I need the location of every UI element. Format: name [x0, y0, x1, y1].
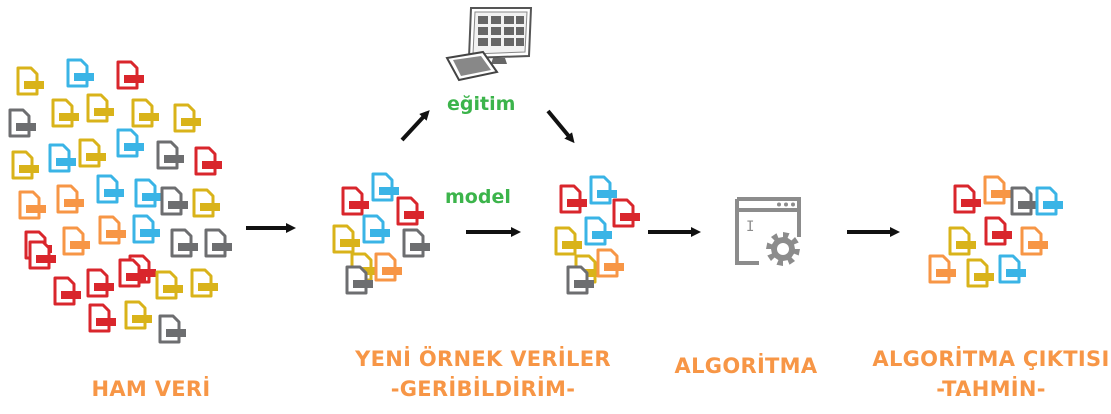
document-icon — [156, 140, 184, 170]
document-icon — [966, 258, 994, 288]
arrow-icon — [400, 110, 430, 142]
document-icon — [584, 216, 612, 246]
label-model: model — [445, 186, 511, 208]
document-icon — [96, 174, 124, 204]
document-icon — [341, 186, 369, 216]
document-icon — [948, 226, 976, 256]
label-yeni-ornek: YENİ ÖRNEK VERİLER -GERİBİLDİRİM- — [352, 344, 614, 404]
document-icon — [194, 146, 222, 176]
document-icon — [984, 216, 1012, 246]
document-icon — [78, 138, 106, 168]
label-cikti: ALGORİTMA ÇIKTISI -TAHMİN- — [872, 344, 1110, 404]
document-icon — [396, 196, 424, 226]
document-icon — [116, 128, 144, 158]
document-icon — [371, 172, 399, 202]
document-icon — [51, 98, 79, 128]
document-icon — [953, 184, 981, 214]
document-icon — [612, 198, 640, 228]
document-icon — [98, 215, 126, 245]
document-icon — [204, 228, 232, 258]
document-icon — [56, 184, 84, 214]
label-yeni-ornek-line2: -GERİBİLDİRİM- — [390, 377, 576, 401]
document-icon — [124, 300, 152, 330]
label-egitim: eğitim — [447, 93, 516, 115]
algorithm-gear-icon: I — [735, 197, 801, 266]
document-icon — [18, 190, 46, 220]
document-icon — [998, 254, 1026, 284]
document-icon — [11, 150, 39, 180]
document-icon — [554, 226, 582, 256]
document-icon — [62, 226, 90, 256]
document-icon — [362, 214, 390, 244]
document-icon — [1020, 226, 1048, 256]
arrow-icon — [546, 109, 575, 144]
document-icon — [88, 303, 116, 333]
document-icon — [134, 178, 162, 208]
document-icon — [402, 228, 430, 258]
document-icon — [596, 248, 624, 278]
label-ham-veri-text: HAM VERİ — [91, 377, 211, 401]
computer-icon — [445, 7, 533, 82]
document-icon — [28, 240, 56, 270]
label-algoritma: ALGORİTMA — [672, 351, 820, 381]
document-icon — [53, 276, 81, 306]
label-yeni-ornek-line1: YENİ ÖRNEK VERİLER — [355, 347, 611, 371]
document-icon — [155, 270, 183, 300]
document-icon — [190, 268, 218, 298]
document-icon — [118, 258, 146, 288]
document-icon — [559, 184, 587, 214]
document-icon — [192, 188, 220, 218]
label-cikti-line2: -TAHMİN- — [936, 377, 1046, 401]
label-algoritma-text: ALGORİTMA — [674, 354, 818, 378]
document-icon — [173, 103, 201, 133]
document-icon — [132, 214, 160, 244]
document-icon — [131, 98, 159, 128]
document-icon — [170, 228, 198, 258]
document-icon — [86, 93, 114, 123]
label-ham-veri: HAM VERİ — [86, 374, 216, 404]
document-icon — [158, 314, 186, 344]
document-icon — [566, 265, 594, 295]
document-icon — [48, 143, 76, 173]
document-icon — [8, 108, 36, 138]
svg-text:I: I — [746, 219, 754, 235]
document-icon — [66, 58, 94, 88]
document-icon — [374, 252, 402, 282]
document-icon — [345, 265, 373, 295]
document-icon — [589, 175, 617, 205]
document-icon — [983, 175, 1011, 205]
document-icon — [160, 186, 188, 216]
label-cikti-line1: ALGORİTMA ÇIKTISI — [872, 347, 1110, 371]
document-icon — [86, 268, 114, 298]
document-icon — [116, 60, 144, 90]
document-icon — [332, 224, 360, 254]
document-icon — [1035, 186, 1063, 216]
document-icon — [1010, 186, 1038, 216]
document-icon — [16, 66, 44, 96]
document-icon — [928, 254, 956, 284]
